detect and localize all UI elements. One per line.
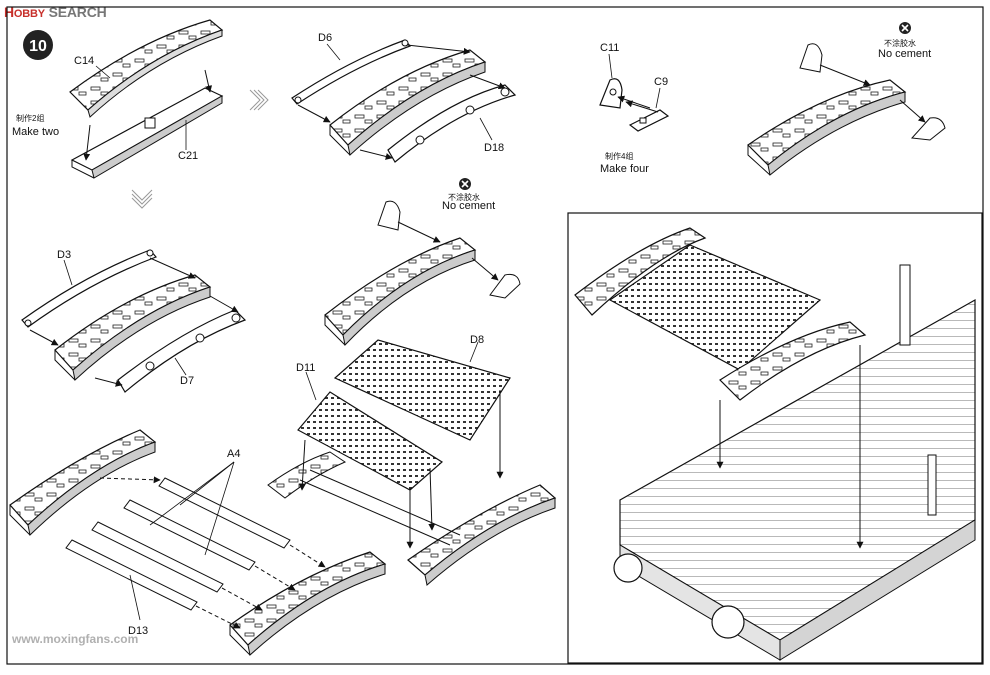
brand-letter: H (4, 4, 14, 20)
bogie-with-brackets-middle (324, 200, 521, 347)
bogie-right-lower (229, 551, 387, 656)
label-d8: D8 (470, 334, 485, 346)
arrow-icon (131, 189, 153, 209)
arrow-line (899, 99, 926, 123)
label-no-cement-cn: 不涂胶水 (884, 39, 916, 48)
label-c14: C14 (74, 55, 95, 67)
bogie-left-lower (9, 429, 157, 536)
label-no-cement-2: No cement (442, 200, 496, 212)
side-frame-d18 (387, 84, 517, 163)
arrow-line (289, 544, 326, 568)
bogie-pair-lower (267, 451, 557, 586)
label-d7: D7 (180, 375, 195, 387)
label-no-cement-cn-2: 不涂胶水 (448, 193, 480, 202)
step-number-circle (23, 30, 53, 60)
arrow-line (83, 124, 91, 161)
arrow-line (298, 439, 306, 491)
leader-line (129, 574, 141, 621)
bogie-on-deck (574, 227, 867, 401)
label-d11: D11 (296, 362, 316, 374)
label-d18: D18 (484, 142, 505, 154)
label-make-two-cn: 制作2组 (16, 114, 45, 123)
page-frame (6, 6, 984, 665)
side-frame-d7 (117, 309, 247, 393)
arrow-line (94, 377, 123, 387)
pin-c9 (628, 109, 670, 132)
beam-d13 (65, 539, 198, 611)
label-c9: C9 (654, 76, 669, 88)
arrow-line (209, 295, 239, 313)
leader-line (305, 371, 317, 401)
arrow-line (195, 605, 241, 629)
arrow-line (99, 476, 161, 484)
arrow-line (617, 95, 651, 109)
leader-line (63, 259, 73, 286)
no-glue-icon (459, 178, 471, 190)
arrow-line (149, 257, 196, 279)
watermark-text: www.moxingfans.com (12, 632, 139, 646)
label-d3: D3 (57, 249, 72, 261)
bogie-base-c21 (70, 87, 224, 179)
leader-line (608, 53, 613, 79)
bogie-top-c14 (69, 19, 224, 118)
label-make-four: Make four (600, 163, 649, 175)
arrow-line (406, 44, 471, 55)
brand-word: OBBY (13, 8, 45, 20)
arrow-line (297, 104, 331, 123)
leader-line (326, 43, 341, 61)
arrow-line (819, 64, 871, 86)
arrow-icon (249, 89, 269, 111)
arrow-line (469, 74, 506, 90)
bogie-body (329, 49, 487, 156)
label-d6: D6 (318, 32, 333, 44)
wagon-deck (613, 264, 976, 661)
arrow-line (359, 149, 393, 160)
step-number: 10 (29, 38, 47, 55)
arrow-line (254, 565, 296, 591)
bogie-with-brackets-top (747, 43, 946, 176)
leader-line (149, 461, 235, 526)
bracket-c11 (599, 78, 623, 109)
side-frame-d3 (21, 249, 158, 328)
label-make-four-cn: 制作4组 (605, 152, 634, 161)
leader-line (95, 65, 111, 79)
label-no-cement: No cement (878, 48, 932, 60)
leader-line (204, 461, 235, 556)
leader-line (174, 357, 187, 376)
label-d13: D13 (128, 625, 149, 637)
arrow-line (204, 69, 213, 93)
label-c11: C11 (600, 42, 620, 54)
arrow-line (625, 100, 659, 113)
leader-line (479, 117, 493, 141)
mesh-plate-d11 (297, 391, 444, 491)
leader-line (655, 87, 661, 109)
leader-line (469, 341, 479, 363)
no-glue-icon (899, 22, 911, 34)
label-a4: A4 (227, 448, 241, 460)
bogie-body (54, 274, 212, 381)
arrow-line (471, 257, 499, 281)
mesh-plate-d8 (333, 339, 511, 441)
brand-search: SEARCH (48, 4, 107, 20)
label-make-two: Make two (12, 126, 60, 138)
label-c21: C21 (178, 150, 199, 162)
arrow-line (29, 329, 59, 346)
arrow-line (397, 221, 441, 243)
inset-frame (567, 212, 983, 664)
side-frame-d6 (291, 39, 412, 105)
brand-logo: HOBBY SEARCH (4, 4, 107, 20)
arrow-line (221, 587, 263, 611)
arrow-line (428, 467, 436, 531)
